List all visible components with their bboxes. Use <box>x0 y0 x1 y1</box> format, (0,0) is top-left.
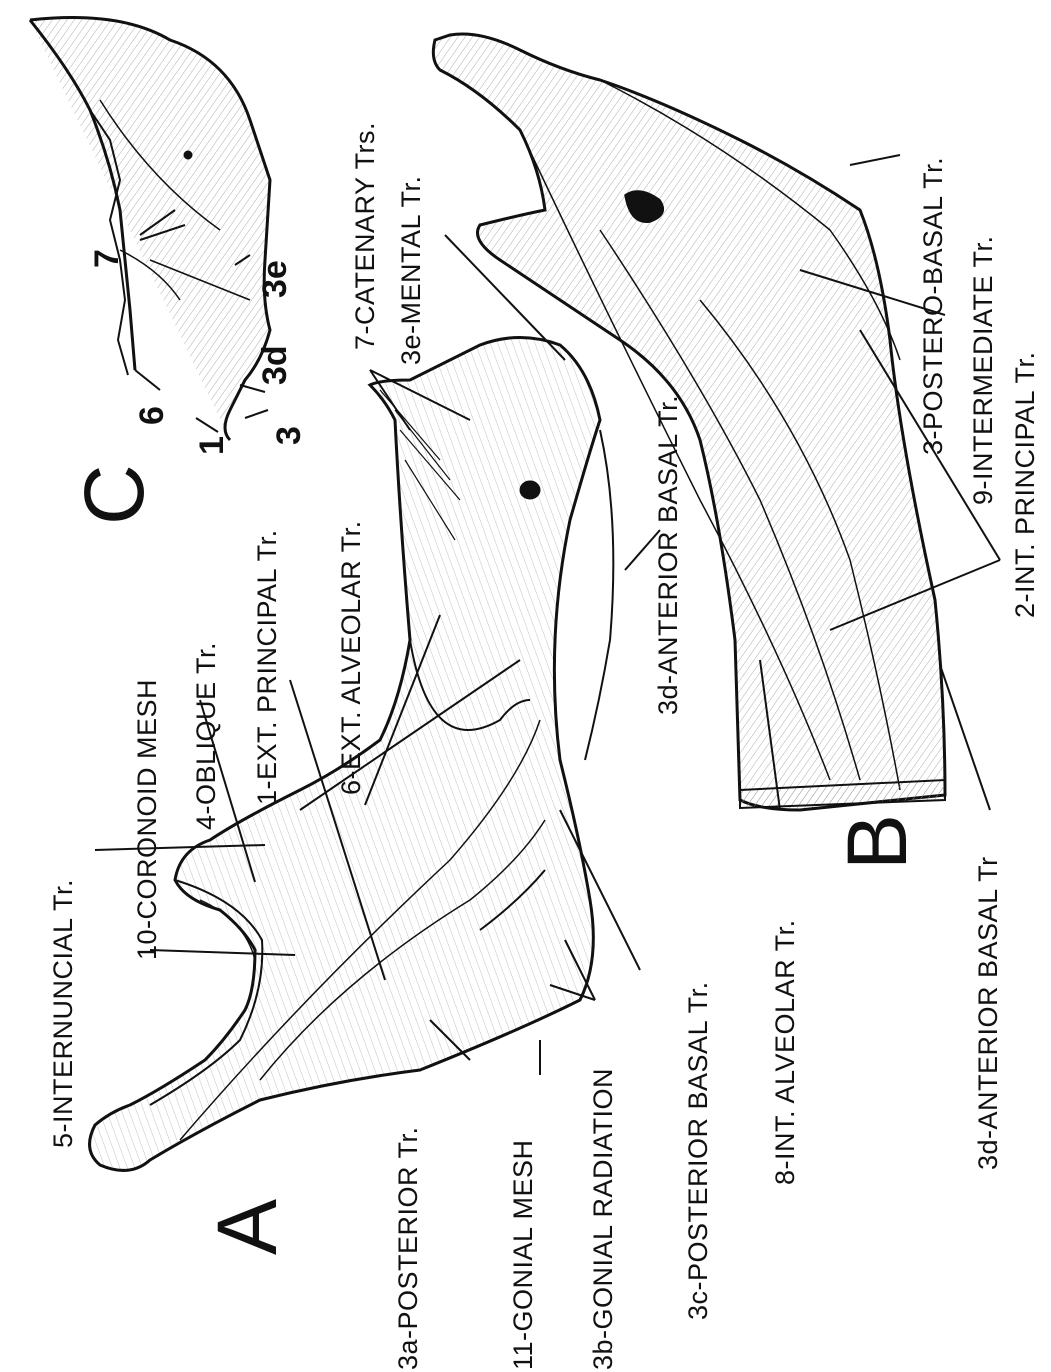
label-anterior-basal-tract-a: 3d-ANTERIOR BASAL Tr. <box>655 395 682 715</box>
label-coronoid-mesh: 10-CORONOID MESH <box>134 679 161 960</box>
label-catenary-tracts: 7-CATENARY Trs. <box>352 122 379 350</box>
label-posterior-basal-tract: 3c-POSTERIOR BASAL Tr. <box>685 981 712 1320</box>
label-intermediate-tract: 9-INTERMEDIATE Tr. <box>970 235 997 505</box>
label-c-1: 1 <box>195 436 229 455</box>
label-gonial-radiation: 3b-GONIAL RADIATION <box>590 1068 617 1370</box>
label-c-3e: 3e <box>258 260 292 298</box>
label-c-7: 7 <box>90 249 124 268</box>
panel-label-a: A <box>205 1199 289 1255</box>
label-ext-alveolar-tract: 6-EXT. ALVEOLAR Tr. <box>338 520 365 795</box>
label-oblique-tract: 4-OBLIQUE Tr. <box>193 642 220 830</box>
label-internuncial-tract: 5-INTERNUNCIAL Tr. <box>50 879 77 1148</box>
panel-label-b: B <box>835 814 919 870</box>
label-posterior-tract: 3a-POSTERIOR Tr. <box>395 1126 422 1370</box>
label-int-alveolar-tract: 8-INT. ALVEOLAR Tr. <box>772 919 799 1185</box>
label-c-6: 6 <box>135 406 169 425</box>
label-gonial-mesh: 11-GONIAL MESH <box>510 1139 537 1370</box>
label-c-3: 3 <box>272 426 306 445</box>
label-postero-basal-tract: 3-POSTERO-BASAL Tr. <box>920 157 947 455</box>
label-ext-principal-tract: 1-EXT. PRINCIPAL Tr. <box>254 529 281 805</box>
label-mental-tract: 3e-MENTAL Tr. <box>398 175 425 365</box>
label-c-3d: 3d <box>258 345 292 385</box>
label-anterior-basal-tract-b: 3d-ANTERIOR BASAL Tr <box>975 856 1002 1170</box>
label-int-principal-tract: 2-INT. PRINCIPAL Tr. <box>1012 351 1039 618</box>
panel-label-c: C <box>72 464 156 525</box>
